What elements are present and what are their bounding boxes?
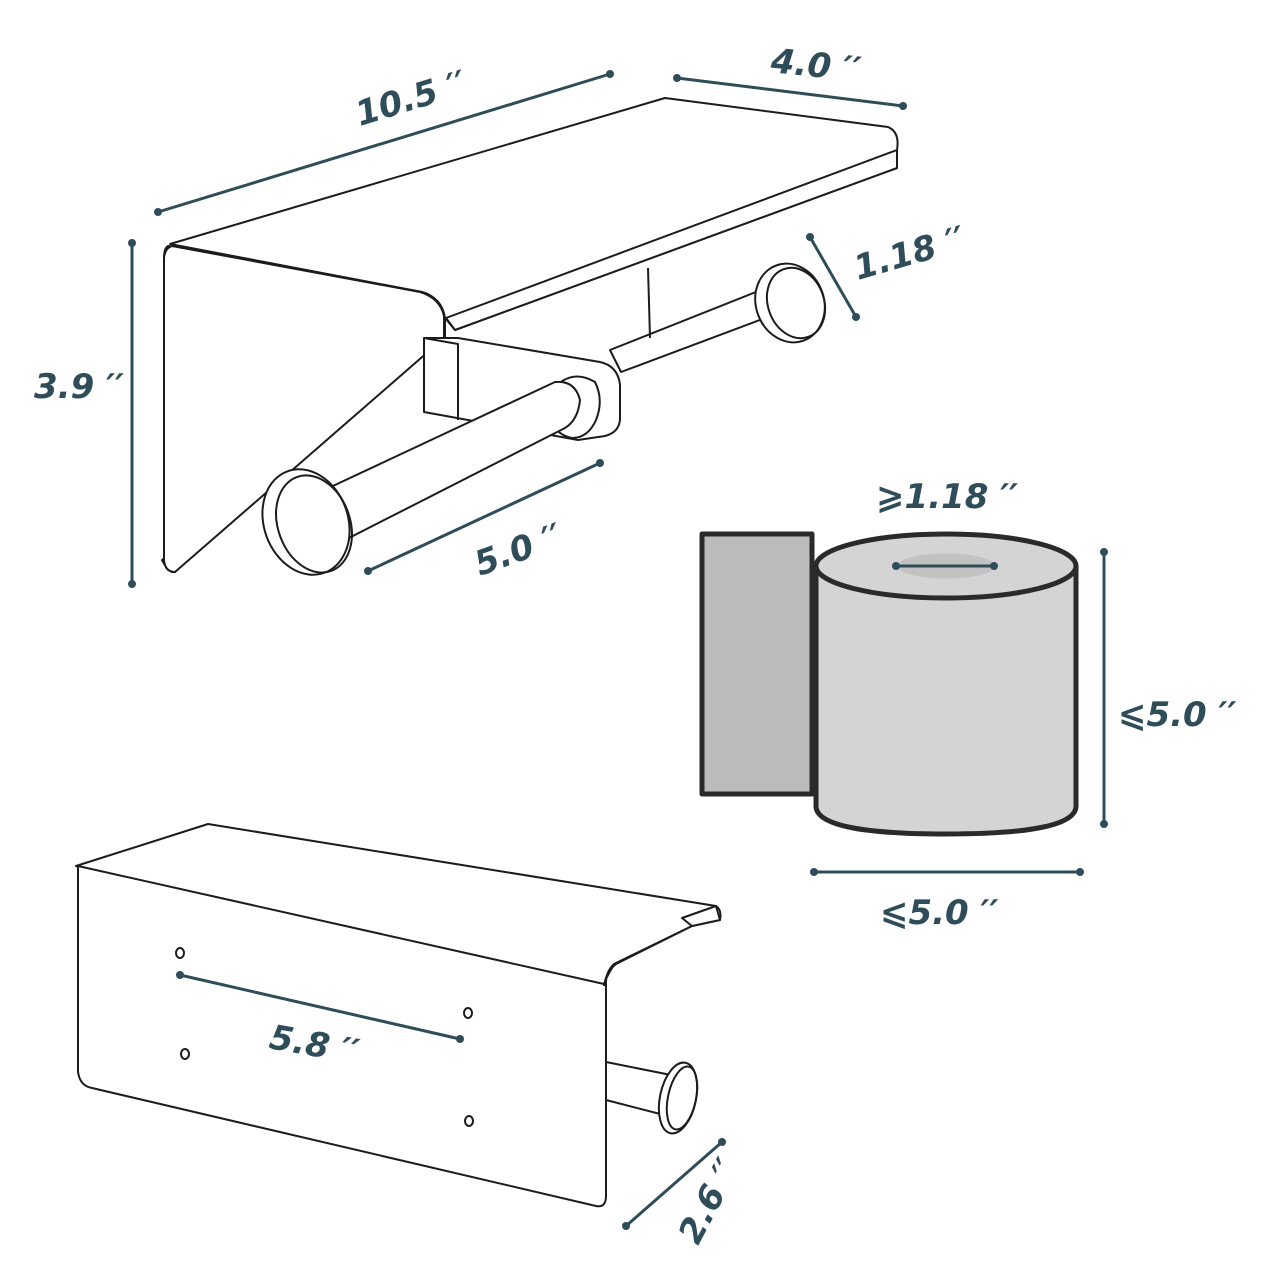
holder-front-view	[161, 97, 899, 576]
dim-roll-core-label: ⩾1.18 ′′	[876, 477, 1018, 517]
roll-hanging-sheet	[699, 531, 815, 797]
dim-rod-length-label: 5.0 ′′	[469, 516, 567, 584]
shelf-divider	[647, 267, 651, 339]
roll-body	[813, 563, 1079, 837]
holder-back-view	[75, 823, 722, 1208]
dim-holder-depth-label: 4.0 ′′	[768, 41, 863, 90]
screw-hole	[180, 1048, 190, 1060]
screw-hole	[464, 1115, 474, 1127]
back-rod-cap-rim	[765, 266, 827, 340]
dim-rod-projection-label: 2.6 ′′	[671, 1152, 749, 1250]
dim-holder-height-label: 3.9 ′′	[34, 367, 124, 407]
front-rod-cap-rim	[275, 474, 353, 574]
back-view-fold	[603, 925, 693, 987]
dim-roll-height: ⩽5.0 ′′	[1100, 548, 1237, 828]
wall-plate-face	[163, 245, 445, 573]
dim-rod-projection: 2.6 ′′	[622, 1138, 748, 1250]
front-rod	[319, 380, 581, 541]
shelf-lip	[445, 149, 898, 331]
dim-roll-core: ⩾1.18 ′′	[876, 477, 1018, 570]
screw-hole	[175, 947, 185, 959]
dim-roll-height-label: ⩽5.0 ′′	[1118, 695, 1237, 735]
dim-roll-width: ⩽5.0 ′′	[810, 868, 1084, 933]
screw-hole	[463, 1007, 473, 1019]
dim-holder-height: 3.9 ′′	[34, 239, 136, 588]
bracket-side	[423, 337, 459, 420]
dim-holder-depth: 4.0 ′′	[673, 41, 907, 110]
dim-rod-diameter: 1.18 ′′	[806, 219, 970, 321]
back-view-rod-cap-rim	[665, 1065, 699, 1131]
toilet-roll	[699, 531, 1079, 837]
dim-rod-diameter-label: 1.18 ′′	[849, 219, 969, 289]
dim-roll-width-label: ⩽5.0 ′′	[880, 893, 999, 933]
dim-holder-length-label: 10.5 ′′	[351, 63, 471, 134]
